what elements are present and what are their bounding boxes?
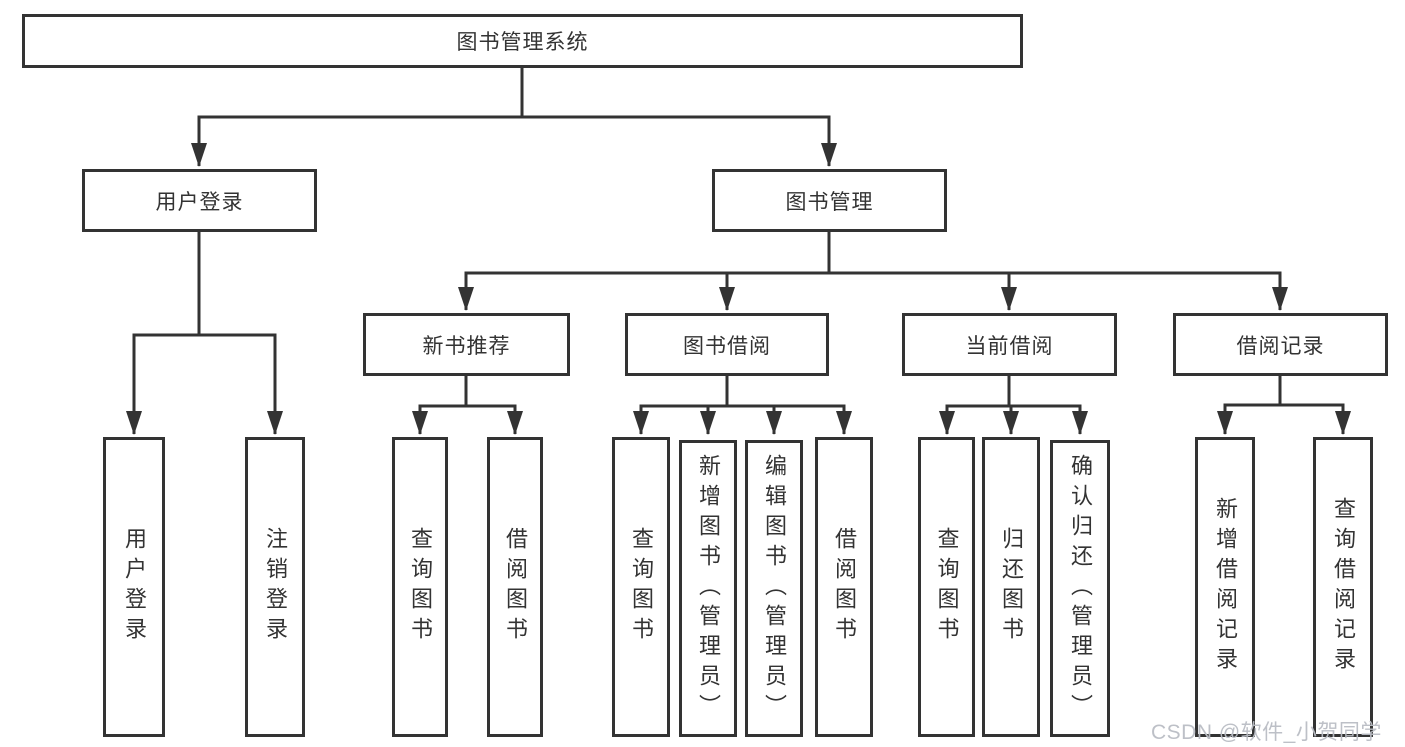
leaf-user-login: 用户登录	[103, 437, 165, 737]
connector-records-fan	[1217, 376, 1351, 435]
connector-user-login-fan	[126, 232, 283, 435]
leaf-return-books: 归还图书	[982, 437, 1040, 737]
node-label: 用户登录	[122, 527, 147, 647]
node-borrow-records: 借阅记录	[1173, 313, 1388, 376]
connector-current-fan	[939, 376, 1088, 435]
node-label: 当前借阅	[965, 334, 1054, 358]
node-label: 图书借阅	[683, 334, 771, 358]
connector-new-book-fan	[412, 376, 523, 435]
node-label: 借阅图书	[503, 527, 528, 647]
node-book-management: 图书管理	[712, 169, 947, 232]
node-label: 查询借阅记录	[1331, 497, 1356, 677]
node-current-borrow: 当前借阅	[902, 313, 1117, 376]
node-label: 借阅记录	[1236, 334, 1325, 358]
node-label: 借阅图书	[832, 527, 857, 647]
leaf-query-borrow-record: 查询借阅记录	[1313, 437, 1373, 737]
node-label: 注销登录	[263, 527, 288, 647]
node-label: 新书推荐	[422, 334, 511, 358]
node-label: 图书管理系统	[456, 31, 589, 54]
leaf-add-borrow-record: 新增借阅记录	[1195, 437, 1255, 737]
node-label: 编辑图书（管理员）	[762, 453, 787, 724]
connector-borrow-fan	[633, 376, 852, 435]
node-label: 查询图书	[629, 527, 654, 647]
node-label: 确认归还（管理员）	[1068, 453, 1093, 724]
node-label: 图书管理	[785, 190, 874, 214]
node-label: 新增借阅记录	[1213, 497, 1238, 677]
connector-book-mgmt-fan	[458, 232, 1288, 311]
leaf-query-books-recommend: 查询图书	[392, 437, 448, 737]
node-label: 新增图书（管理员）	[696, 453, 721, 724]
node-user-login: 用户登录	[82, 169, 317, 232]
csdn-watermark: CSDN @软件_小贺同学	[1151, 721, 1382, 744]
node-label: 查询图书	[934, 527, 960, 647]
leaf-borrow-books: 借阅图书	[815, 437, 873, 737]
node-label: 用户登录	[155, 190, 244, 214]
node-label: 归还图书	[999, 527, 1024, 647]
leaf-query-books-borrow: 查询图书	[612, 437, 670, 737]
leaf-logout: 注销登录	[245, 437, 305, 737]
connector-root-to-level2	[191, 68, 837, 167]
node-book-borrow: 图书借阅	[625, 313, 829, 376]
leaf-query-books-current: 查询图书	[918, 437, 975, 737]
leaf-confirm-return-admin: 确认归还（管理员）	[1050, 440, 1110, 737]
leaf-add-books-admin: 新增图书（管理员）	[679, 440, 737, 737]
node-root-system: 图书管理系统	[22, 14, 1023, 68]
node-new-book-recommend: 新书推荐	[363, 313, 570, 376]
node-label: 查询图书	[408, 527, 433, 647]
leaf-borrow-books-recommend: 借阅图书	[487, 437, 543, 737]
leaf-edit-books-admin: 编辑图书（管理员）	[745, 440, 803, 737]
